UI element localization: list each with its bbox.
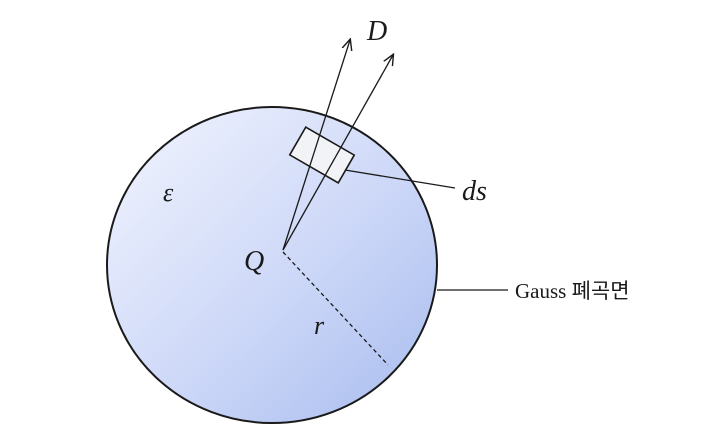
- label-charge: Q: [244, 246, 264, 277]
- radius-line: [282, 251, 389, 366]
- ds-leader-line: [344, 169, 456, 189]
- label-surface-element: ds: [462, 176, 487, 207]
- label-radius: r: [314, 311, 325, 340]
- flux-arrow-2: [282, 55, 393, 251]
- flux-arrow-1: [282, 40, 350, 251]
- surface-element-patch: [288, 126, 356, 184]
- gauss-sphere: [106, 106, 438, 424]
- label-flux-density: D: [366, 16, 387, 47]
- label-permittivity: ε: [163, 178, 174, 207]
- label-gauss-surface: Gauss 폐곡면: [515, 279, 630, 303]
